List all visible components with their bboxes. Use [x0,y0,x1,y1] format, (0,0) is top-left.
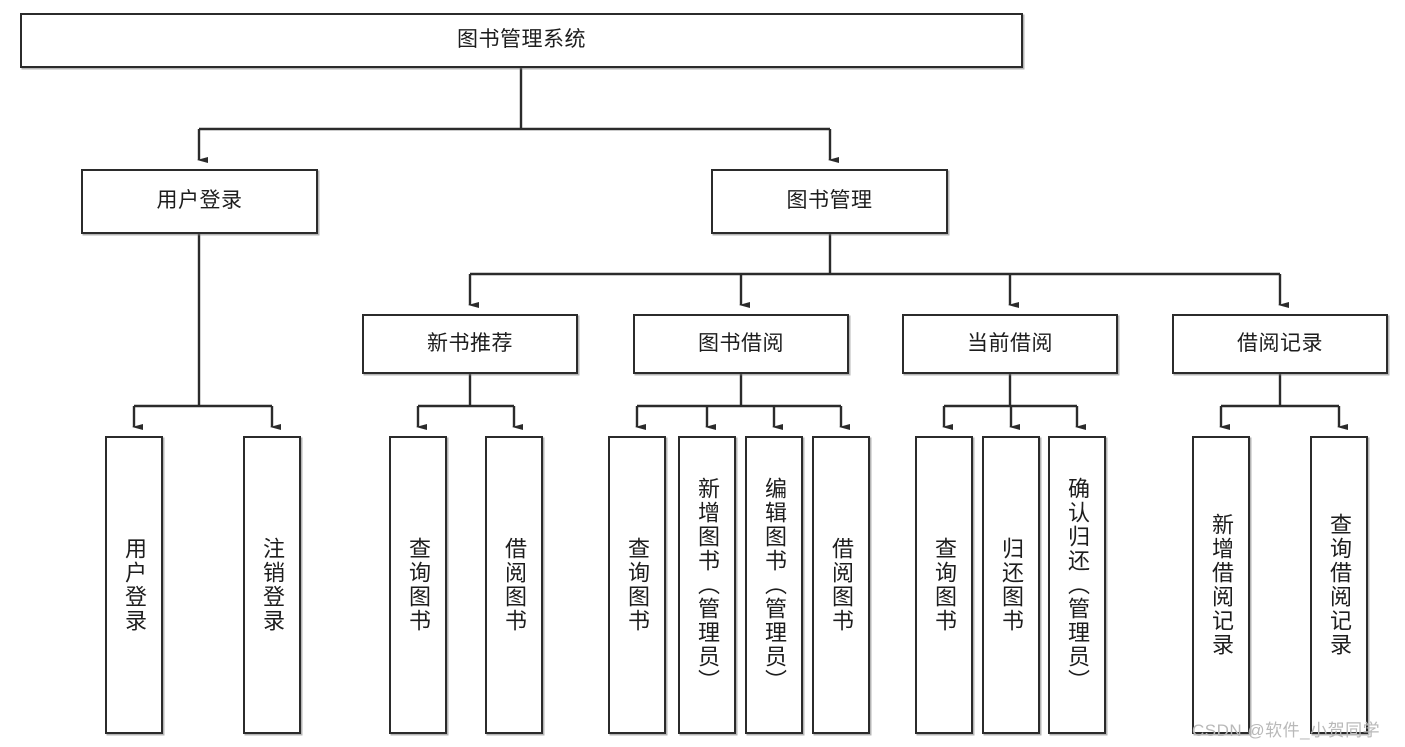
node-borrow-record[interactable]: 借阅记录 [1172,314,1388,374]
node-label-borrow-record: 借阅记录 [1237,331,1323,355]
node-label-book-borrow: 图书借阅 [698,331,784,355]
leaf-label-logout-login: 注销登录 [260,537,285,633]
leaf-query-borrow-record[interactable]: 查询借阅记录 [1310,436,1368,734]
leaf-label-return-book: 归还图书 [999,537,1024,633]
node-label-new-book-recommend: 新书推荐 [427,331,513,355]
leaf-confirm-return-admin[interactable]: 确认归还（管理员） [1048,436,1106,734]
leaf-label-edit-book-admin: 编辑图书（管理员） [762,477,787,693]
node-label-user-login: 用户登录 [156,189,243,213]
connector-group-bookborrow-to-leaves [635,374,850,430]
leaf-query-book-rec[interactable]: 查询图书 [389,436,447,734]
node-label-current-borrow: 当前借阅 [967,331,1053,355]
connector-group-newbookrec-to-leaves [416,374,523,430]
connector-group-userlogin-to-leaves [132,234,281,430]
leaf-query-book-borrow[interactable]: 查询图书 [608,436,666,734]
leaf-label-add-borrow-record: 新增借阅记录 [1209,513,1234,657]
node-user-login[interactable]: 用户登录 [81,169,318,234]
node-book-borrow[interactable]: 图书借阅 [633,314,849,374]
leaf-edit-book-admin[interactable]: 编辑图书（管理员） [745,436,803,734]
connector-group-bookmanage-to-level3 [468,234,1289,308]
connector-group-borrowrecord-to-leaves [1219,374,1348,430]
node-root-system[interactable]: 图书管理系统 [20,13,1023,68]
connector-group-root-to-level2 [197,68,839,163]
node-new-book-recommend[interactable]: 新书推荐 [362,314,578,374]
leaf-add-book-admin[interactable]: 新增图书（管理员） [678,436,736,734]
leaf-label-borrow-book: 借阅图书 [829,537,854,633]
node-current-borrow[interactable]: 当前借阅 [902,314,1118,374]
leaf-label-query-borrow-record: 查询借阅记录 [1327,513,1352,657]
node-label-book-management: 图书管理 [786,189,873,213]
leaf-borrow-book-rec[interactable]: 借阅图书 [485,436,543,734]
leaf-user-login[interactable]: 用户登录 [105,436,163,734]
leaf-label-add-book-admin: 新增图书（管理员） [695,477,720,693]
leaf-label-confirm-return-admin: 确认归还（管理员） [1065,477,1090,693]
leaf-add-borrow-record[interactable]: 新增借阅记录 [1192,436,1250,734]
leaf-label-query-book-rec: 查询图书 [406,537,431,633]
leaf-label-query-book-borrow: 查询图书 [625,537,650,633]
leaf-borrow-book[interactable]: 借阅图书 [812,436,870,734]
leaf-query-book-current[interactable]: 查询图书 [915,436,973,734]
leaf-return-book[interactable]: 归还图书 [982,436,1040,734]
leaf-label-borrow-book-rec: 借阅图书 [502,537,527,633]
leaf-label-user-login: 用户登录 [122,537,147,633]
connector-group-currentborrow-to-leaves [942,374,1086,430]
leaf-label-query-book-current: 查询图书 [932,537,957,633]
leaf-logout-login[interactable]: 注销登录 [243,436,301,734]
node-label-root-system: 图书管理系统 [457,28,586,52]
node-book-management[interactable]: 图书管理 [711,169,948,234]
